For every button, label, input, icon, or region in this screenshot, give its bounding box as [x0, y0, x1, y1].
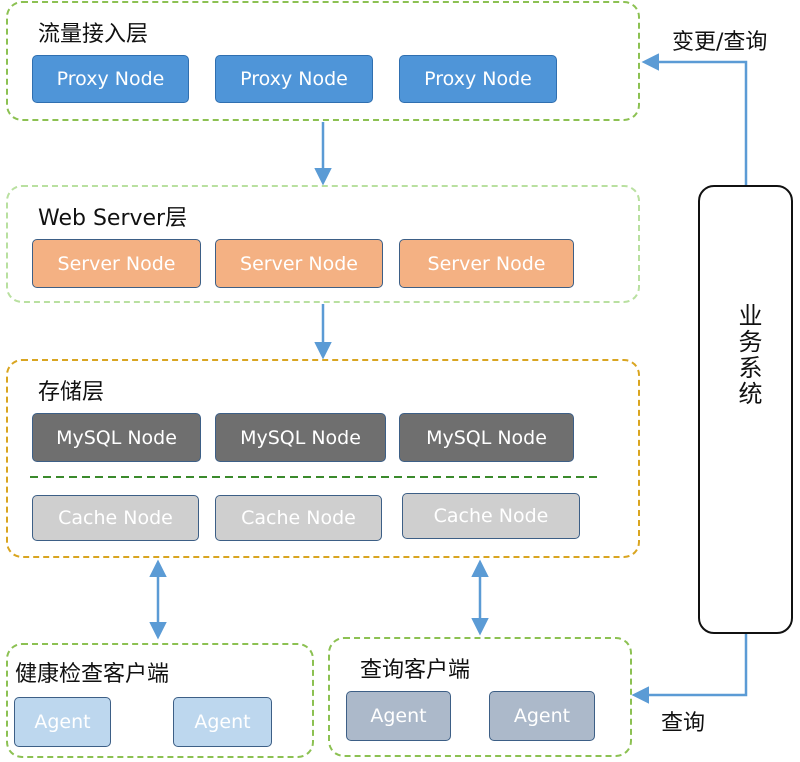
query-client-group	[328, 637, 632, 757]
cache-node[interactable]: Cache Node	[32, 495, 199, 541]
health-check-client-group	[6, 643, 314, 758]
proxy-node[interactable]: Proxy Node	[32, 55, 189, 103]
agent-node[interactable]: Agent	[14, 697, 111, 747]
mysql-node[interactable]: MySQL Node	[215, 413, 386, 462]
proxy-node[interactable]: Proxy Node	[215, 55, 373, 103]
agent-node[interactable]: Agent	[173, 697, 272, 747]
server-node[interactable]: Server Node	[32, 239, 201, 288]
business-system-label: 业务系统	[734, 303, 762, 407]
web-server-layer	[6, 185, 640, 303]
arrow-business-to-query-client	[631, 634, 748, 704]
web-server-layer-title: Web Server层	[38, 206, 188, 231]
cache-node[interactable]: Cache Node	[215, 495, 382, 541]
traffic-layer-title: 流量接入层	[38, 22, 149, 47]
change-query-label: 变更/查询	[672, 30, 768, 55]
query-label: 查询	[661, 711, 706, 736]
traffic-layer	[6, 1, 640, 121]
proxy-node[interactable]: Proxy Node	[399, 55, 557, 103]
arrow-business-to-traffic	[641, 53, 748, 185]
business-system-box[interactable]	[698, 185, 793, 634]
agent-node[interactable]: Agent	[489, 691, 595, 741]
mysql-node[interactable]: MySQL Node	[32, 413, 201, 462]
server-node[interactable]: Server Node	[215, 239, 383, 288]
storage-layer	[6, 359, 640, 558]
query-client-title: 查询客户端	[360, 658, 471, 683]
agent-node[interactable]: Agent	[346, 691, 451, 741]
mysql-node[interactable]: MySQL Node	[399, 413, 574, 462]
server-node[interactable]: Server Node	[399, 239, 574, 288]
cache-node[interactable]: Cache Node	[402, 493, 580, 539]
storage-layer-title: 存储层	[38, 380, 105, 405]
health-check-client-title: 健康检查客户端	[15, 662, 170, 687]
